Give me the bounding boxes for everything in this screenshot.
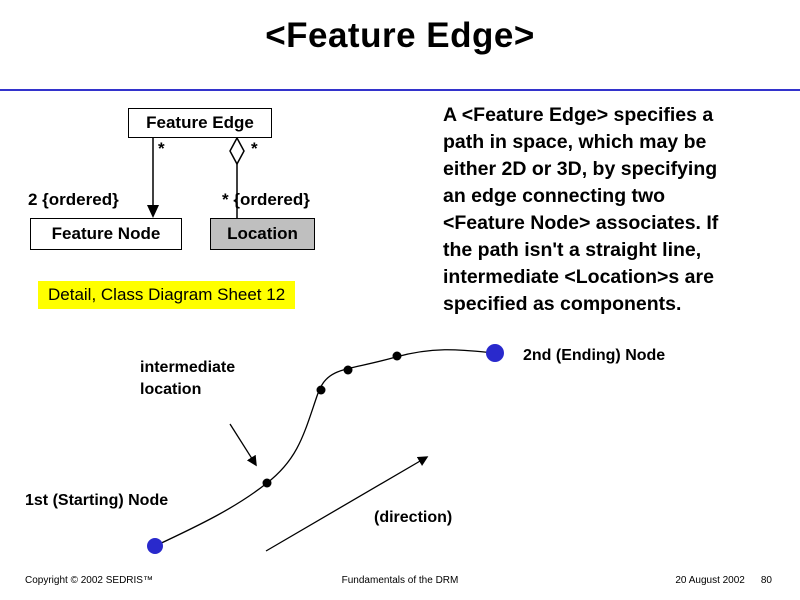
multiplicity-left-top: *	[158, 139, 165, 158]
end-node-icon	[486, 344, 504, 362]
callout-detail: Detail, Class Diagram Sheet 12	[38, 281, 296, 309]
title-underline	[0, 89, 800, 91]
intermediate-location-dot	[316, 385, 326, 395]
uml-aggregation-diamond-icon	[229, 136, 245, 166]
footer-title: Fundamentals of the DRM	[341, 575, 459, 586]
description-text: A <Feature Edge> specifies a path in spa…	[443, 104, 719, 315]
footer-copyright: Copyright © 2002 SEDRIS™	[25, 575, 153, 586]
end-node-label: 2nd (Ending) Node	[523, 347, 666, 364]
start-node-icon	[147, 538, 163, 554]
uml-arrowhead-icon	[147, 205, 159, 218]
multiplicity-left-bottom: 2 {ordered}	[28, 190, 119, 209]
start-node-label: 1st (Starting) Node	[25, 492, 169, 509]
footer-date: 20 August 2002	[675, 575, 745, 586]
direction-label: (direction)	[374, 509, 453, 526]
intermediate-pointer-arrow-icon	[229, 423, 257, 467]
uml-class-feature-edge: Feature Edge	[128, 108, 272, 138]
intermediate-location-dot	[262, 478, 272, 488]
uml-class-feature-node: Feature Node	[30, 218, 182, 250]
direction-arrow-icon	[265, 456, 429, 552]
page-title: <Feature Edge>	[265, 16, 535, 55]
uml-class-location: Location	[210, 218, 315, 250]
multiplicity-right-top: *	[251, 139, 258, 158]
footer-right: 20 August 2002 80	[675, 575, 772, 586]
multiplicity-right-bottom: * {ordered}	[222, 190, 310, 209]
footer-page-number: 80	[760, 575, 772, 586]
intermediate-location-dot	[392, 351, 402, 361]
intermediate-location-label: intermediate location	[140, 359, 236, 398]
intermediate-location-dot	[343, 365, 353, 375]
